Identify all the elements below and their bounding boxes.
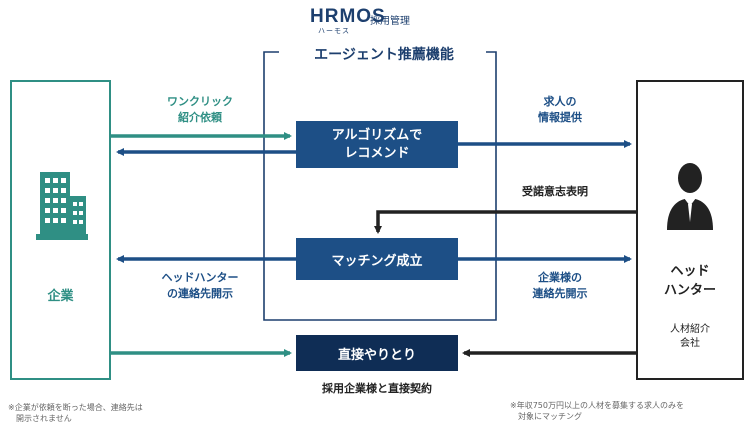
headhunter-label: ヘッド ハンター — [663, 264, 716, 298]
label-one-click: ワンクリック 紹介依頼 — [167, 95, 233, 124]
hrmos-logo: HRMOS — [310, 6, 386, 27]
note-left: ※企業が依頼を断った場合、連絡先は 開示されません — [8, 403, 143, 423]
label-hunter-contact: ヘッドハンター の連絡先開示 — [161, 271, 239, 300]
building-icon — [36, 172, 88, 240]
logo-product: 採用管理 — [370, 16, 410, 27]
label-direct-contract: 採用企業様と直接契約 — [322, 382, 432, 395]
label-accept: 受諾意志表明 — [522, 185, 588, 198]
logo-kana: ハーモス — [318, 27, 350, 35]
direct-exchange-box: 直接やりとり — [296, 335, 458, 371]
label-company-contact: 企業様の 連絡先開示 — [532, 271, 588, 300]
note-right: ※年収750万円以上の人材を募集する求人のみを 対象にマッチング — [510, 401, 684, 421]
label-job-info: 求人の 情報提供 — [538, 95, 582, 124]
headhunter-sublabel: 人材紹介 会社 — [670, 324, 710, 349]
arrow-accept — [374, 210, 636, 234]
company-label: 企業 — [47, 289, 74, 304]
person-icon — [667, 163, 713, 230]
algorithm-recommend-box: アルゴリズムで レコメンド — [296, 121, 458, 168]
matching-box: マッチング成立 — [296, 238, 458, 280]
frame-title: エージェント推薦機能 — [282, 44, 486, 64]
frame-border — [263, 51, 497, 321]
